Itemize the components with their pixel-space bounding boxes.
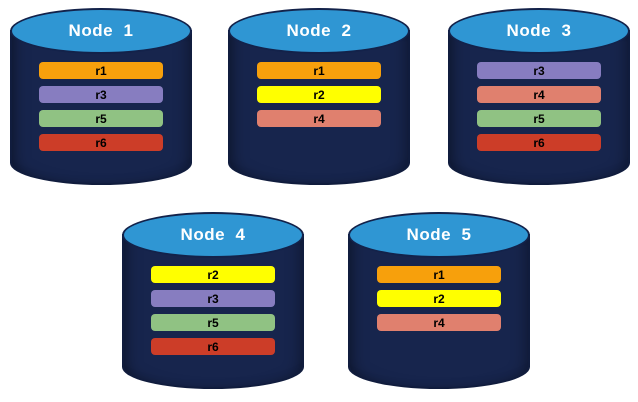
database-node-node-4[interactable]: Node 4 r2 r3 r5 r6 (122, 212, 304, 389)
replica-bar-r6[interactable]: r6 (477, 134, 601, 151)
node-title: Node 3 (506, 21, 572, 40)
replica-bar-r2[interactable]: r2 (257, 86, 381, 103)
replica-bar-r5[interactable]: r5 (477, 110, 601, 127)
replica-list: r2 r3 r5 r6 (122, 262, 304, 355)
replica-bar-r3[interactable]: r3 (477, 62, 601, 79)
replica-list: r1 r3 r5 r6 (10, 58, 192, 151)
replica-bar-r3[interactable]: r3 (39, 86, 163, 103)
replica-bar-r5[interactable]: r5 (39, 110, 163, 127)
replica-bar-r2[interactable]: r2 (377, 290, 501, 307)
node-title: Node 5 (406, 225, 472, 244)
database-node-node-3[interactable]: Node 3 r3 r4 r5 r6 (448, 8, 630, 185)
replica-list: r3 r4 r5 r6 (448, 58, 630, 151)
replica-bar-r1[interactable]: r1 (257, 62, 381, 79)
replica-list: r1 r2 r4 (348, 262, 530, 331)
replica-bar-r4[interactable]: r4 (377, 314, 501, 331)
cylinder-body (122, 234, 304, 389)
replica-list: r1 r2 r4 (228, 58, 410, 127)
cylinder-top-ellipse (228, 8, 410, 54)
node-title: Node 1 (68, 21, 134, 40)
cylinder-body (228, 30, 410, 185)
replica-bar-r6[interactable]: r6 (151, 338, 275, 355)
replica-bar-r1[interactable]: r1 (377, 266, 501, 283)
cylinder-top-ellipse (448, 8, 630, 54)
cylinder-top-ellipse (10, 8, 192, 54)
replica-bar-r1[interactable]: r1 (39, 62, 163, 79)
replica-bar-r4[interactable]: r4 (477, 86, 601, 103)
cylinder-body (448, 30, 630, 185)
replica-bar-r3[interactable]: r3 (151, 290, 275, 307)
replica-bar-r2[interactable]: r2 (151, 266, 275, 283)
replica-bar-r5[interactable]: r5 (151, 314, 275, 331)
database-node-node-1[interactable]: Node 1 r1 r3 r5 r6 (10, 8, 192, 185)
replica-bar-r4[interactable]: r4 (257, 110, 381, 127)
node-title: Node 2 (286, 21, 352, 40)
cylinder-top-ellipse (122, 212, 304, 258)
cylinder-top-ellipse (348, 212, 530, 258)
database-node-node-2[interactable]: Node 2 r1 r2 r4 (228, 8, 410, 185)
database-node-node-5[interactable]: Node 5 r1 r2 r4 (348, 212, 530, 389)
replica-bar-r6[interactable]: r6 (39, 134, 163, 151)
node-title: Node 4 (180, 225, 246, 244)
